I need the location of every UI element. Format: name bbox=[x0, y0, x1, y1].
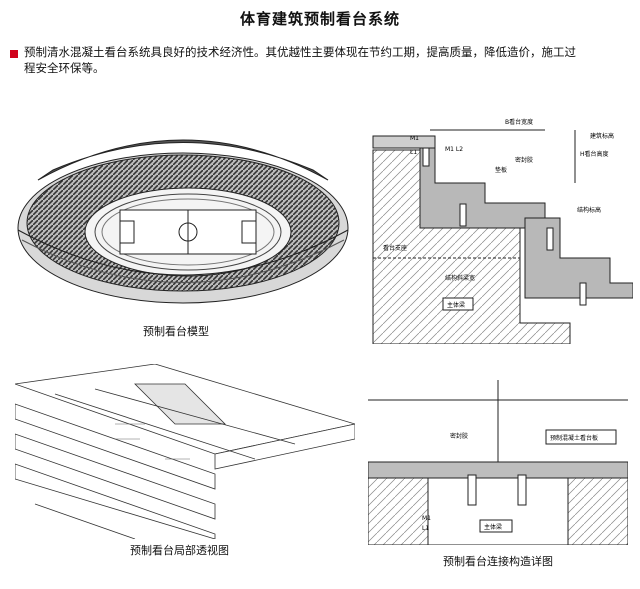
label-finish-elev: 建筑标高 bbox=[590, 132, 614, 140]
perspective-drawing bbox=[14, 363, 356, 540]
stadium-model-drawing bbox=[17, 139, 349, 304]
joint-detail-figure: 密封胶 预制混凝土看台板 主体梁 M1 L1 bbox=[367, 380, 629, 546]
label-step-height: H看台高度 bbox=[580, 150, 609, 158]
joint-label-l1: L1 bbox=[422, 525, 429, 532]
joint-caption: 预制看台连接构造详图 bbox=[443, 555, 553, 568]
joint-label-main-beam: 主体梁 bbox=[484, 523, 502, 531]
joint-label-sealant: 密封胶 bbox=[450, 432, 468, 440]
label-main-beam: 主体梁 bbox=[447, 301, 465, 309]
bullet-marker bbox=[10, 50, 18, 58]
section-detail-drawing: B看台宽度 H看台高度 建筑标高 M1 M1 L2 L1 垫板 密封胶 结构标高… bbox=[372, 118, 634, 345]
joint-detail-drawing: 密封胶 预制混凝土看台板 主体梁 M1 L1 bbox=[367, 380, 629, 546]
perspective-caption: 预制看台局部透视图 bbox=[130, 544, 229, 557]
page-title: 体育建筑预制看台系统 bbox=[239, 10, 400, 28]
stadium-model-figure bbox=[8, 120, 358, 310]
label-sealant: 密封胶 bbox=[515, 156, 533, 164]
label-l1: L1 bbox=[410, 149, 417, 156]
section-detail-figure: B看台宽度 H看台高度 建筑标高 M1 M1 L2 L1 垫板 密封胶 结构标高… bbox=[365, 108, 634, 345]
intro-text: 预制清水混凝土看台系统具良好的技术经济性。其优越性主要体现在节约工期，提高质量，… bbox=[24, 45, 576, 75]
label-pad: 垫板 bbox=[495, 166, 507, 174]
label-beam-width: 结构斜梁宽 bbox=[445, 274, 475, 282]
joint-label-plate: 预制混凝土看台板 bbox=[550, 434, 598, 442]
label-m1: M1 bbox=[410, 135, 419, 142]
label-step-width: B看台宽度 bbox=[505, 118, 533, 126]
label-m1l2: M1 L2 bbox=[445, 146, 463, 153]
joint-label-m1: M1 bbox=[422, 515, 431, 522]
label-structure-elev: 结构标高 bbox=[577, 206, 601, 214]
perspective-figure bbox=[14, 363, 356, 540]
model-caption: 预制看台模型 bbox=[143, 325, 209, 338]
label-support: 看台支座 bbox=[383, 244, 407, 252]
